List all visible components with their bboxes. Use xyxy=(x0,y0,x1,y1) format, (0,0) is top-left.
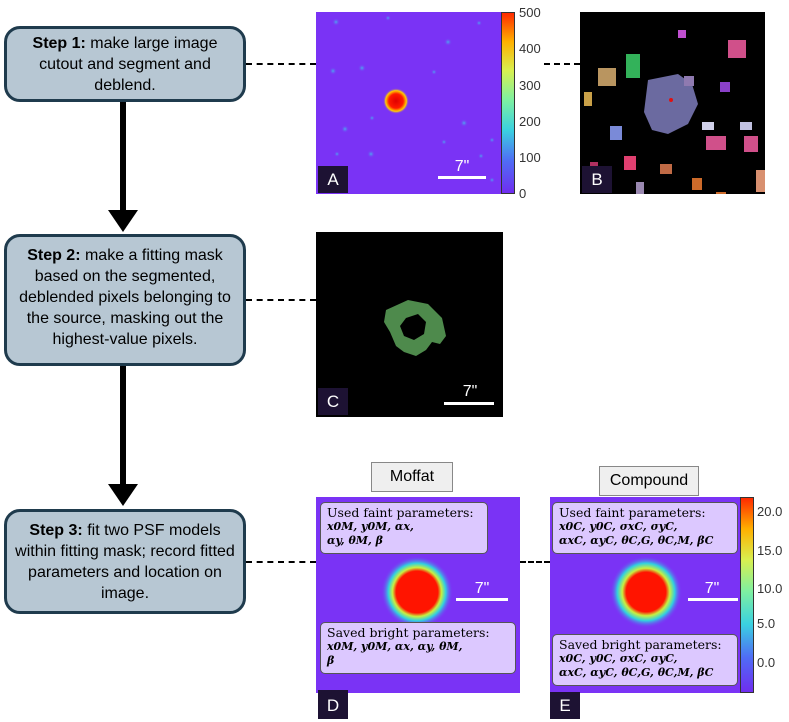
colorbar-top-tick-300: 300 xyxy=(519,78,541,93)
panel-d-svg xyxy=(381,556,453,628)
compound-faint-header: Used faint parameters: xyxy=(559,505,706,520)
colorbar-top xyxy=(501,12,515,194)
connector-panelA-panelB xyxy=(544,63,580,65)
panel-c-letter: C xyxy=(318,388,348,415)
panel-d-scale-bar xyxy=(456,598,508,601)
panel-e-letter: E xyxy=(550,692,580,719)
panel-e-svg xyxy=(610,556,682,628)
moffat-bright-line2: β xyxy=(327,654,335,667)
arrow-2-shaft xyxy=(120,366,126,486)
connector-panelD-panelE xyxy=(520,561,550,563)
moffat-bright-line1: x0M, y0M, αx, αy, θM, xyxy=(327,640,463,653)
colorbar-top-tick-100: 100 xyxy=(519,150,541,165)
panel-c-scale-label: 7" xyxy=(462,383,478,400)
panel-b-svg xyxy=(580,12,765,194)
step-2-label: Step 2: xyxy=(27,247,81,264)
panel-c-scale-bar xyxy=(444,402,494,405)
panel-e-scale-bar xyxy=(688,598,738,601)
colorbar-bottom-tick-0: 0.0 xyxy=(757,655,776,670)
moffat-faint-line2: αy, θM, β xyxy=(327,534,383,547)
moffat-faint-line1: x0M, y0M, αx, xyxy=(327,520,414,533)
panel-c-fitting-mask: C 7" xyxy=(316,232,503,417)
colorbar-bottom xyxy=(740,497,754,693)
step-1-label: Step 1: xyxy=(32,35,86,52)
panel-d-letter-visible: D xyxy=(318,692,348,719)
compound-title: Compound xyxy=(599,466,699,496)
step-3-label: Step 3: xyxy=(29,522,83,539)
panel-c-svg xyxy=(316,232,503,417)
colorbar-bottom-tick-10: 10.0 xyxy=(757,581,783,596)
panel-a-scale-label: 7" xyxy=(454,158,470,175)
moffat-bright-header: Saved bright parameters: xyxy=(327,625,490,640)
compound-faint-line2: αxC, αyC, θC,G, θC,M, βC xyxy=(559,534,714,547)
arrow-2-head xyxy=(108,484,138,506)
colorbar-top-tick-0: 0 xyxy=(519,186,527,201)
moffat-bright-params-box: Saved bright parameters: x0M, y0M, αx, α… xyxy=(320,622,516,674)
moffat-title: Moffat xyxy=(371,462,453,492)
step-3-box: Step 3: fit two PSF models within fittin… xyxy=(4,509,246,614)
step-1-text: make large image cutout and segment and … xyxy=(39,35,218,94)
arrow-1-shaft xyxy=(120,102,126,212)
compound-faint-line1: x0C, y0C, σxC, σyC, xyxy=(559,520,678,533)
panel-b-segmentation: B xyxy=(580,12,765,194)
panel-a-scale-bar xyxy=(438,176,486,179)
panel-b-letter: B xyxy=(582,166,612,193)
compound-bright-params-box: Saved bright parameters: x0C, y0C, σxC, … xyxy=(552,634,738,686)
moffat-faint-header: Used faint parameters: xyxy=(327,505,474,520)
colorbar-bottom-tick-20: 20.0 xyxy=(757,504,783,519)
compound-bright-header: Saved bright parameters: xyxy=(559,637,722,652)
colorbar-top-tick-400: 400 xyxy=(519,41,541,56)
colorbar-top-tick-500: 500 xyxy=(519,5,541,20)
panel-a-letter: A xyxy=(318,166,348,193)
connector-step1-panelA xyxy=(246,63,316,65)
panel-d-letter: D xyxy=(318,690,348,693)
step-3-text: fit two PSF models within fitting mask; … xyxy=(15,522,235,602)
connector-step2-panelC xyxy=(246,299,316,301)
arrow-1-head xyxy=(108,210,138,232)
panel-e-compound-model: Used faint parameters: x0C, y0C, σxC, σy… xyxy=(550,497,740,693)
colorbar-bottom-tick-15: 15.0 xyxy=(757,543,783,558)
connector-step3-panelD xyxy=(246,561,316,563)
colorbar-bottom-tick-5: 5.0 xyxy=(757,616,776,631)
panel-a-svg xyxy=(316,12,501,194)
compound-faint-params-box: Used faint parameters: x0C, y0C, σxC, σy… xyxy=(552,502,738,554)
panel-a-image: A 7" xyxy=(316,12,501,194)
moffat-faint-params-box: Used faint parameters: x0M, y0M, αx, αy,… xyxy=(320,502,488,554)
compound-bright-line2: αxC, αyC, θC,G, θC,M, βC xyxy=(559,666,714,679)
panel-e-scale-label: 7" xyxy=(704,580,720,597)
step-2-text: make a fitting mask based on the segment… xyxy=(19,247,231,348)
step-1-box: Step 1: make large image cutout and segm… xyxy=(4,26,246,102)
panel-d-moffat-model: Used faint parameters: x0M, y0M, αx, αy,… xyxy=(316,497,520,693)
compound-bright-line1: x0C, y0C, σxC, σyC, xyxy=(559,652,678,665)
colorbar-top-tick-200: 200 xyxy=(519,114,541,129)
panel-d-scale-label: 7" xyxy=(474,580,490,597)
step-2-box: Step 2: make a fitting mask based on the… xyxy=(4,234,246,366)
